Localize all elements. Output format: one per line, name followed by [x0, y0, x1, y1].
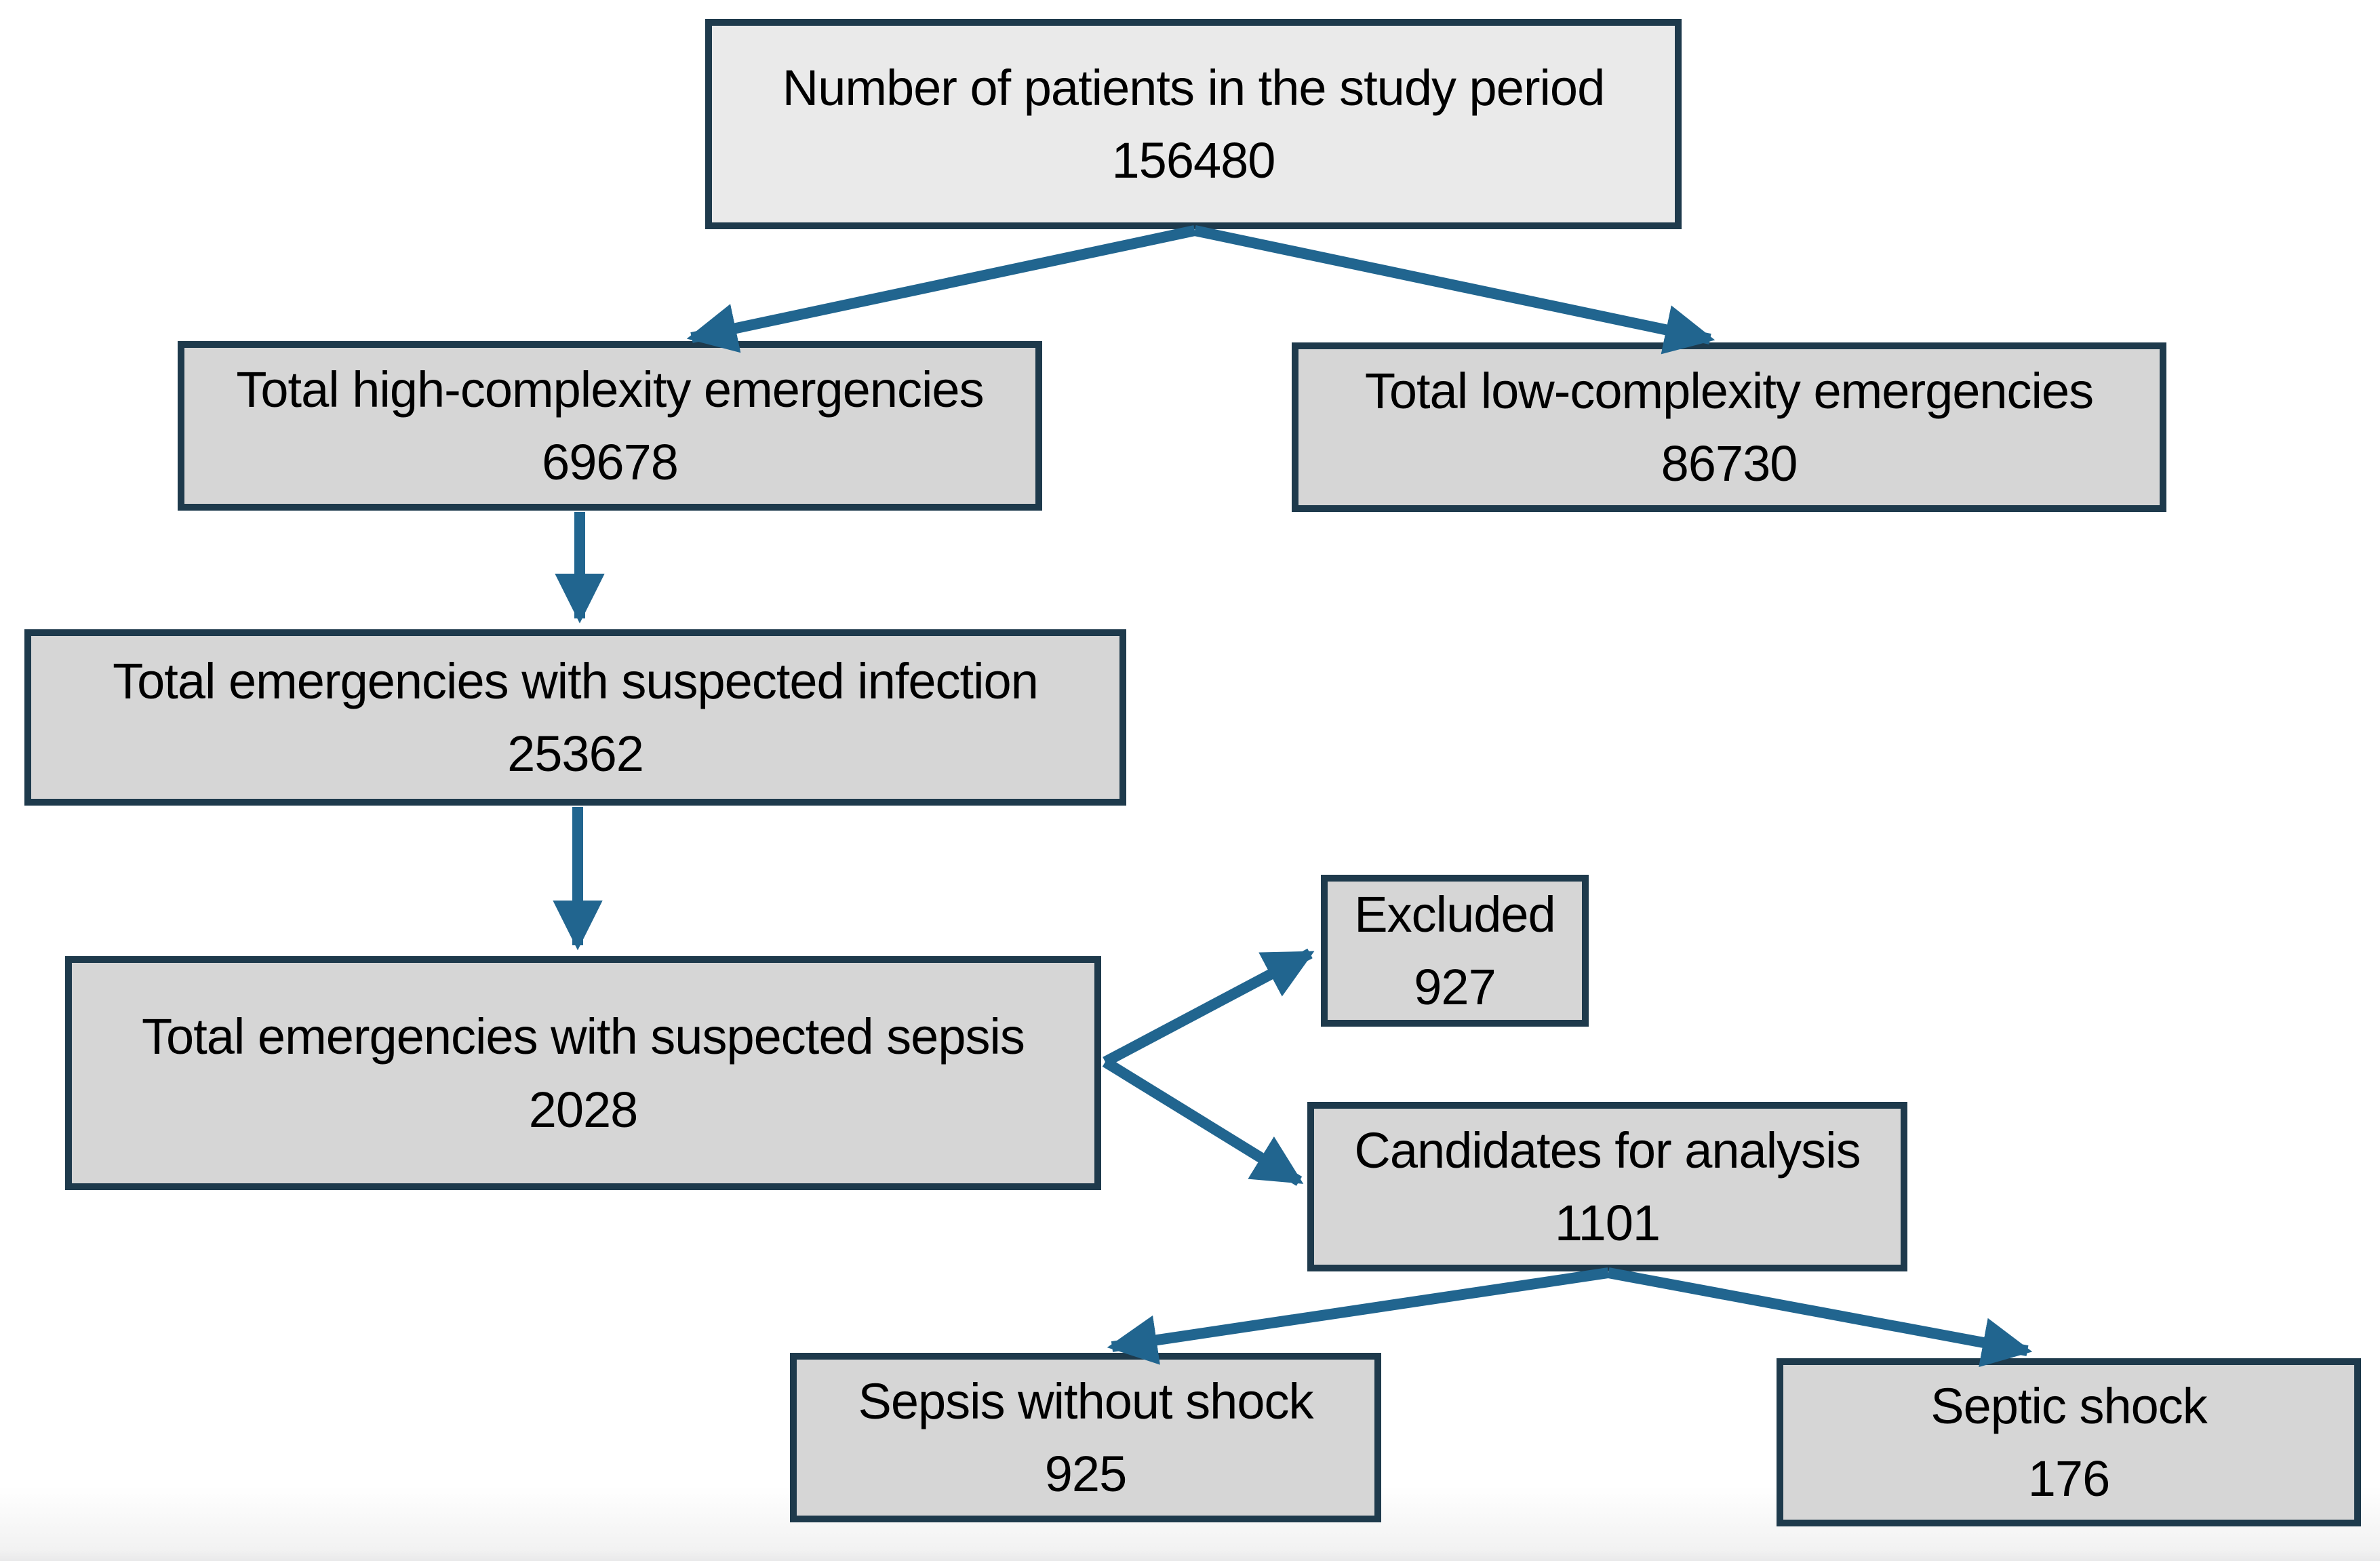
- node-value: 176: [2027, 1450, 2110, 1507]
- node-label: Number of patients in the study period: [782, 59, 1605, 116]
- node-excluded: Excluded 927: [1321, 875, 1589, 1027]
- node-value: 86730: [1661, 435, 1798, 492]
- arrow-candidates-to-septic-shock: [1607, 1267, 2033, 1368]
- node-label: Total emergencies with suspected infecti…: [113, 652, 1039, 709]
- arrow-total-to-low-complexity: [1193, 225, 1715, 355]
- node-label: Excluded: [1354, 886, 1555, 943]
- arrow-sepsis-to-candidates: [1102, 1057, 1304, 1186]
- node-value: 156480: [1111, 132, 1276, 189]
- node-value: 1101: [1554, 1195, 1661, 1251]
- node-label: Septic shock: [1930, 1377, 2208, 1434]
- arrow-total-to-high-complexity: [686, 225, 1196, 353]
- node-label: Total low-complexity emergencies: [1364, 362, 2094, 419]
- node-sepsis-without-shock: Sepsis without shock 925: [790, 1353, 1381, 1522]
- node-suspected-sepsis: Total emergencies with suspected sepsis …: [65, 956, 1101, 1190]
- node-high-complexity: Total high-complexity emergencies 69678: [178, 341, 1042, 511]
- node-total-patients: Number of patients in the study period 1…: [705, 19, 1682, 229]
- node-low-complexity: Total low-complexity emergencies 86730: [1292, 342, 2166, 512]
- node-label: Total high-complexity emergencies: [236, 361, 984, 418]
- node-suspected-infection: Total emergencies with suspected infecti…: [24, 629, 1126, 806]
- node-septic-shock: Septic shock 176: [1777, 1358, 2361, 1526]
- node-label: Sepsis without shock: [858, 1372, 1313, 1429]
- node-value: 927: [1414, 959, 1496, 1015]
- node-candidates-for-analysis: Candidates for analysis 1101: [1307, 1102, 1907, 1271]
- node-value: 25362: [507, 726, 644, 782]
- node-label: Candidates for analysis: [1354, 1122, 1861, 1179]
- arrow-sepsis-to-excluded: [1103, 948, 1315, 1067]
- node-label: Total emergencies with suspected sepsis: [142, 1008, 1025, 1065]
- arrow-candidates-to-sepsis-without-shock: [1107, 1267, 1610, 1365]
- node-value: 2028: [528, 1081, 639, 1138]
- node-value: 925: [1044, 1446, 1127, 1502]
- node-value: 69678: [542, 434, 679, 490]
